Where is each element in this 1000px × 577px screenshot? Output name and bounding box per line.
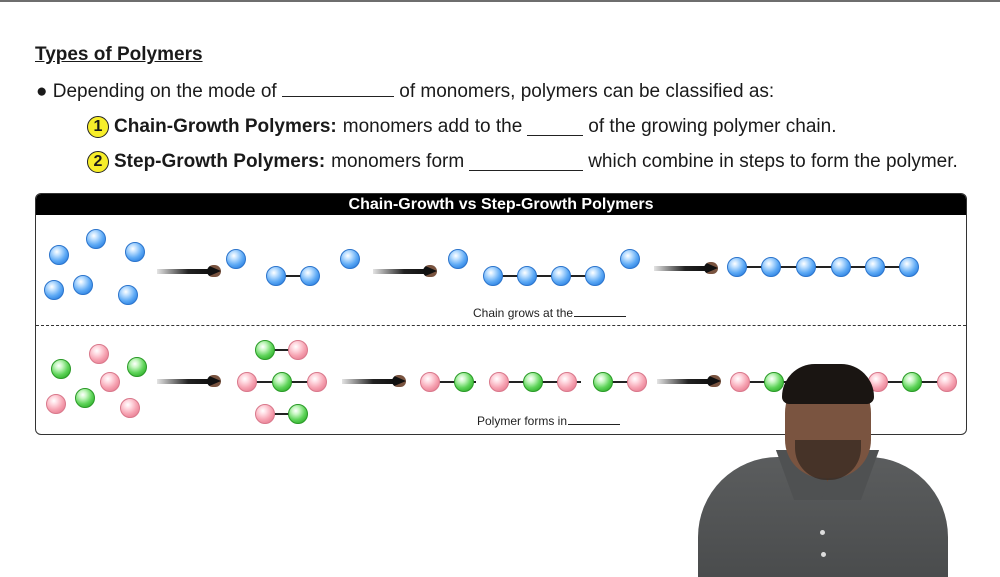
bond bbox=[276, 275, 311, 277]
presenter-hair bbox=[782, 364, 874, 404]
arrow-right-icon bbox=[657, 375, 721, 387]
monomer-blue bbox=[44, 280, 64, 300]
monomer-blue bbox=[300, 266, 320, 286]
monomer-green bbox=[593, 372, 613, 392]
fill-in-blank bbox=[568, 414, 621, 425]
monomer-pink bbox=[420, 372, 440, 392]
item-text-before: monomers form bbox=[331, 151, 465, 172]
intro-bullet: ● Depending on the mode of of monomers, … bbox=[36, 80, 774, 103]
monomer-green bbox=[51, 359, 71, 379]
fill-in-blank bbox=[574, 306, 627, 317]
monomer-blue bbox=[448, 249, 468, 269]
monomer-blue bbox=[620, 249, 640, 269]
monomer-pink bbox=[89, 344, 109, 364]
arrow-right-icon bbox=[157, 375, 221, 387]
monomer-blue bbox=[266, 266, 286, 286]
bond bbox=[611, 381, 641, 383]
bullet-text-before: Depending on the mode of bbox=[52, 81, 277, 102]
polymer-diagram: Chain-Growth vs Step-Growth Polymers bbox=[35, 193, 967, 435]
monomer-green bbox=[255, 340, 275, 360]
item-step-growth: 2 Step-Growth Polymers: monomers form wh… bbox=[87, 151, 958, 173]
monomer-pink bbox=[288, 340, 308, 360]
item-chain-growth: 1 Chain-Growth Polymers: monomers add to… bbox=[87, 116, 836, 138]
monomer-blue bbox=[865, 257, 885, 277]
shirt-button bbox=[821, 552, 826, 557]
shirt-button bbox=[820, 530, 825, 535]
monomer-green bbox=[764, 372, 784, 392]
arrow-right-icon bbox=[654, 262, 718, 274]
monomer-green bbox=[272, 372, 292, 392]
monomer-green bbox=[902, 372, 922, 392]
item-text-after: of the growing polymer chain. bbox=[588, 116, 837, 137]
monomer-pink bbox=[730, 372, 750, 392]
monomer-blue bbox=[73, 275, 93, 295]
step-growth-caption: Polymer forms in bbox=[477, 414, 621, 428]
fill-in-blank bbox=[469, 154, 584, 171]
arrow-right-icon bbox=[342, 375, 406, 387]
monomer-blue bbox=[86, 229, 106, 249]
monomer-pink bbox=[937, 372, 957, 392]
monomer-pink bbox=[255, 404, 275, 424]
bond bbox=[738, 266, 910, 268]
monomer-blue bbox=[226, 249, 246, 269]
arrow-right-icon bbox=[373, 265, 437, 277]
number-badge: 1 bbox=[87, 116, 109, 138]
chain-growth-caption: Chain grows at the bbox=[473, 306, 627, 320]
monomer-pink bbox=[120, 398, 140, 418]
monomer-blue bbox=[796, 257, 816, 277]
monomer-blue bbox=[118, 285, 138, 305]
monomer-pink bbox=[489, 372, 509, 392]
number-badge: 2 bbox=[87, 151, 109, 173]
fill-in-blank bbox=[527, 119, 584, 136]
monomer-green bbox=[454, 372, 474, 392]
monomer-blue bbox=[831, 257, 851, 277]
monomer-blue bbox=[585, 266, 605, 286]
monomer-green bbox=[127, 357, 147, 377]
monomer-green bbox=[75, 388, 95, 408]
monomer-pink bbox=[237, 372, 257, 392]
bond bbox=[493, 275, 598, 277]
monomer-blue bbox=[551, 266, 571, 286]
bond bbox=[266, 413, 298, 415]
page-title: Types of Polymers bbox=[35, 44, 203, 65]
bullet-symbol: ● bbox=[36, 81, 48, 102]
item-label: Step-Growth Polymers: bbox=[114, 151, 326, 172]
monomer-pink bbox=[46, 394, 66, 414]
monomer-blue bbox=[899, 257, 919, 277]
top-border bbox=[0, 0, 1000, 2]
item-text-before: monomers add to the bbox=[342, 116, 523, 137]
monomer-green bbox=[523, 372, 543, 392]
diagram-header: Chain-Growth vs Step-Growth Polymers bbox=[36, 194, 966, 215]
bullet-text-after: of monomers, polymers can be classified … bbox=[399, 81, 775, 102]
fill-in-blank bbox=[282, 80, 394, 97]
monomer-blue bbox=[125, 242, 145, 262]
item-label: Chain-Growth Polymers: bbox=[114, 116, 337, 137]
dashed-divider bbox=[36, 325, 966, 326]
bond bbox=[431, 381, 476, 383]
monomer-green bbox=[288, 404, 308, 424]
item-text-after: which combine in steps to form the polym… bbox=[588, 151, 958, 172]
monomer-blue bbox=[727, 257, 747, 277]
presenter-video bbox=[690, 362, 960, 577]
monomer-blue bbox=[483, 266, 503, 286]
caption-text: Chain grows at the bbox=[473, 306, 574, 320]
monomer-blue bbox=[761, 257, 781, 277]
monomer-pink bbox=[100, 372, 120, 392]
caption-text: Polymer forms in bbox=[477, 414, 568, 428]
monomer-pink bbox=[627, 372, 647, 392]
monomer-blue bbox=[49, 245, 69, 265]
monomer-pink bbox=[307, 372, 327, 392]
arrow-right-icon bbox=[157, 265, 221, 277]
monomer-blue bbox=[340, 249, 360, 269]
bond bbox=[266, 349, 298, 351]
monomer-pink bbox=[557, 372, 577, 392]
monomer-blue bbox=[517, 266, 537, 286]
